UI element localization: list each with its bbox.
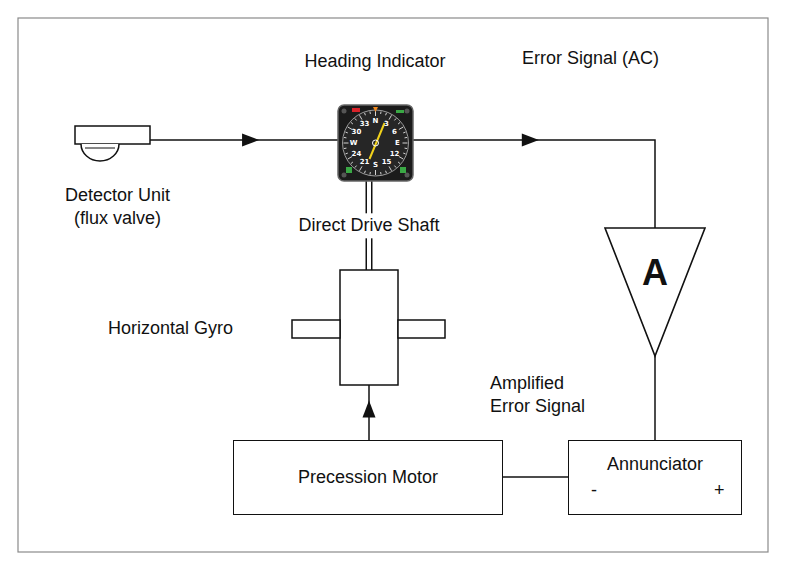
signal-line [503, 476, 568, 478]
gyro-gimbal [340, 270, 398, 385]
compass-tick [364, 171, 366, 173]
compass-tick [351, 162, 353, 164]
connector [363, 385, 376, 440]
compass-tick [351, 122, 353, 124]
connector [655, 356, 656, 440]
amplifier-triangle: A [600, 226, 710, 358]
compass-tick [405, 137, 407, 138]
compass-numeral: 12 [390, 151, 400, 158]
compass-tick [389, 115, 392, 119]
course-needle [370, 123, 385, 159]
compass-numeral: 33 [360, 120, 370, 127]
rotor-left [292, 320, 340, 338]
node-text: A [642, 250, 668, 295]
compass-numeral: 24 [352, 151, 362, 158]
compass-tick [385, 113, 387, 115]
compass-tick [403, 132, 405, 134]
compass-numeral: 30 [352, 129, 362, 136]
compass-numeral: N [373, 118, 379, 125]
compass-tick [389, 166, 392, 170]
compass-tick [355, 118, 357, 120]
knob-mark [400, 167, 406, 173]
detector-unit: Detector Unit (flux valve) [55, 118, 180, 233]
case-screw [405, 109, 410, 114]
arrow-head [242, 134, 259, 147]
detector-housing [75, 126, 150, 144]
compass-tick [369, 172, 370, 174]
signal-label: Amplified Error Signal [490, 372, 602, 419]
compass-tick [385, 171, 387, 173]
amplifier-outline [605, 228, 705, 356]
compass-tick [345, 132, 347, 134]
connector [150, 134, 338, 147]
node-text: Heading Indicator [304, 50, 445, 73]
precession-motor-box: Precession Motor [233, 440, 503, 515]
compass-numeral: 21 [360, 159, 370, 166]
lubber-mark [373, 107, 378, 112]
case-screw [405, 173, 410, 178]
case-screw [342, 173, 347, 178]
compass-tick [405, 148, 407, 149]
signal-line [654, 356, 656, 440]
compass-tick [355, 166, 357, 168]
node-text: Precession Motor [298, 466, 438, 489]
compass-tick [375, 170, 376, 175]
compass-tick [348, 157, 352, 160]
diagram-frame [18, 18, 768, 552]
compass-numeral: E [395, 140, 400, 147]
compass-tick [403, 143, 408, 144]
compass-tick [360, 166, 363, 170]
node-text: + [714, 479, 725, 502]
compass-tick [380, 172, 381, 174]
aircraft-symbol [373, 140, 379, 146]
compass-tick [394, 118, 396, 120]
compass-tick [344, 143, 349, 144]
horizontal-gyro: Horizontal Gyro [100, 268, 450, 388]
rotor-right [398, 320, 445, 338]
node-text: Horizontal Gyro [108, 317, 233, 340]
heading-bug [352, 108, 360, 112]
compass-numeral: 3 [384, 120, 389, 127]
case-screw [342, 109, 347, 114]
compass-tick [360, 115, 363, 119]
compass-tick [344, 148, 346, 149]
dome-line [85, 148, 115, 149]
connector [413, 134, 655, 229]
signal-line [413, 140, 655, 228]
compass-tick [348, 127, 352, 130]
flux-valve-dome [81, 144, 119, 161]
signal-label: Direct Drive Shaft [294, 213, 443, 238]
compass-tick [380, 111, 381, 113]
compass-tick [398, 122, 400, 124]
compass-tick [403, 153, 405, 155]
arrow-head [363, 400, 376, 417]
compass-tick [344, 137, 346, 138]
node-text: - [591, 479, 597, 502]
flag-mark [396, 110, 404, 113]
knob-mark [346, 167, 352, 173]
node-text: Detector Unit (flux valve) [58, 184, 178, 229]
compass-tick [345, 153, 347, 155]
compass-tick [399, 157, 403, 160]
compass-tick [369, 111, 370, 113]
connector [503, 477, 568, 478]
instrument-face [338, 105, 413, 181]
arrow-head [522, 134, 539, 147]
compass-numeral: W [350, 140, 358, 147]
compass-tick [364, 113, 366, 115]
compass-tick [399, 127, 403, 130]
compass-tick [394, 166, 396, 168]
node-text: Annunciator [607, 453, 703, 476]
compass-card [343, 110, 409, 176]
signal-label: Error Signal (AC) [522, 47, 659, 70]
compass-tick [398, 162, 400, 164]
annunciator-box: Annunciator- + [568, 440, 742, 515]
compass-numeral: S [373, 162, 378, 169]
compass-numeral: 6 [392, 129, 397, 136]
instrument-case [338, 105, 413, 181]
compass-numeral: 15 [382, 159, 392, 166]
